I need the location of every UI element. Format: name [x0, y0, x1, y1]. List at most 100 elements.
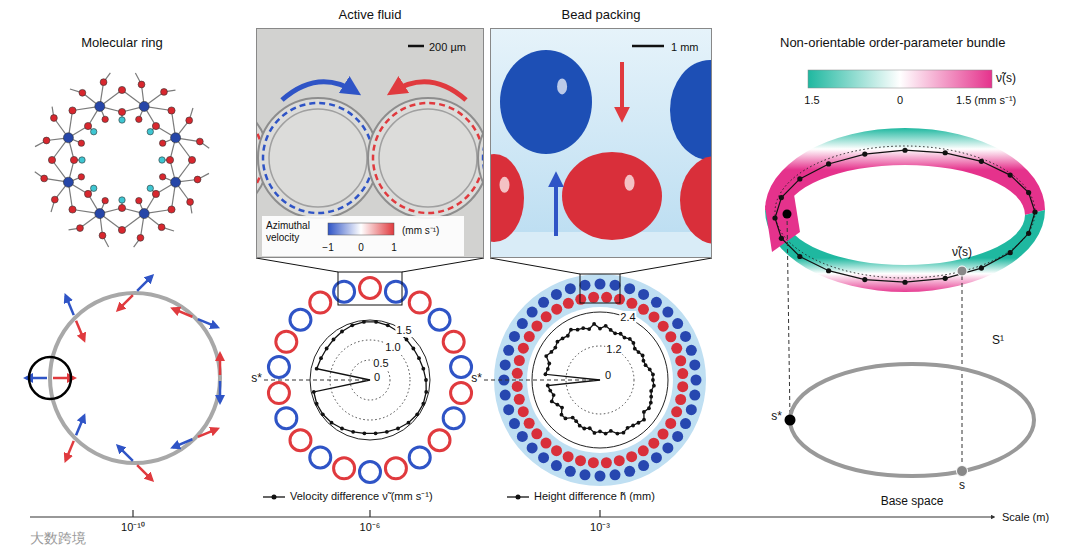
data-point — [325, 347, 329, 351]
data-point — [321, 412, 325, 416]
droplet-ring — [290, 430, 311, 451]
droplet-ring — [310, 447, 331, 468]
section-point — [902, 280, 907, 285]
data-point — [411, 347, 415, 351]
bead — [518, 406, 529, 417]
section-point — [979, 266, 984, 271]
flow-dashes — [263, 103, 373, 213]
director-arrow — [219, 381, 222, 402]
data-point — [362, 431, 366, 435]
droplet-ring — [385, 458, 406, 479]
section-point — [1008, 250, 1013, 255]
atom — [171, 133, 181, 143]
base-circle — [790, 364, 1034, 476]
atom — [95, 209, 105, 219]
axis-line — [30, 516, 994, 517]
atom — [95, 101, 105, 111]
photo-ground — [490, 28, 712, 258]
atom — [69, 206, 76, 213]
legend-dot — [272, 495, 277, 500]
bead — [551, 445, 562, 456]
data-point — [564, 416, 568, 420]
section-point — [902, 148, 907, 153]
bead — [527, 442, 538, 453]
section-point — [943, 150, 948, 155]
data-point — [548, 389, 552, 393]
axis-value: 0.5 — [372, 357, 389, 370]
zoom-line — [256, 258, 338, 272]
bead — [675, 394, 686, 405]
space-label: S¹ — [992, 334, 1004, 348]
section-point — [1032, 209, 1037, 214]
axis-tick — [599, 510, 600, 517]
bead — [575, 455, 586, 466]
atom — [63, 177, 73, 187]
tick-label: 0 — [358, 242, 364, 254]
colorbar-title: Azimuthal velocity — [266, 220, 320, 243]
atom — [147, 129, 153, 135]
bead — [514, 355, 525, 366]
point — [783, 210, 792, 219]
legend-dot — [516, 495, 521, 500]
atom — [136, 116, 142, 122]
data-point — [556, 340, 560, 344]
bead — [538, 452, 549, 463]
bead — [651, 297, 662, 308]
bead — [500, 359, 511, 370]
atom — [48, 156, 55, 163]
data-point — [581, 326, 585, 330]
atom — [186, 117, 193, 124]
band-twist — [765, 182, 800, 252]
data-point — [417, 356, 421, 360]
director-arrow — [118, 295, 133, 310]
data-point — [544, 354, 548, 358]
zoom-line — [402, 258, 484, 272]
zoom-line — [620, 258, 712, 274]
atom — [118, 86, 125, 93]
bead — [551, 304, 562, 315]
bead — [588, 457, 599, 468]
data-point — [330, 421, 334, 425]
atom — [166, 156, 173, 163]
section-curve — [775, 150, 1035, 282]
droplet-ring — [276, 408, 297, 429]
droplet-ring — [268, 356, 289, 377]
atom — [69, 107, 76, 114]
atom — [118, 204, 125, 211]
droplet-ring — [451, 356, 472, 377]
bead-blob — [500, 50, 592, 154]
colorbar — [328, 223, 394, 235]
bead — [518, 343, 529, 354]
data-point — [649, 389, 653, 393]
data-point — [407, 421, 411, 425]
bead — [551, 289, 562, 300]
flow-dashes — [373, 103, 483, 213]
data-point — [547, 362, 551, 366]
bead — [665, 331, 676, 342]
data-point — [560, 406, 564, 410]
bead — [658, 428, 669, 439]
data-point — [598, 327, 602, 331]
data-point — [315, 402, 319, 406]
bead — [503, 404, 514, 415]
point — [957, 466, 968, 477]
data-point — [578, 424, 582, 428]
data-point — [421, 402, 425, 406]
atom — [100, 79, 107, 86]
colorbar-tick: 1.5 — [804, 94, 819, 107]
section-point — [862, 277, 867, 282]
panel-title: Non-orientable order-parameter bundle — [780, 36, 1005, 51]
droplet-ring — [334, 458, 355, 479]
well-inner — [379, 109, 477, 207]
axis-tick — [369, 510, 370, 517]
bead — [662, 442, 673, 453]
atom — [139, 209, 149, 219]
atom — [41, 175, 48, 182]
atom — [91, 185, 97, 191]
projection-line — [787, 214, 790, 420]
bead — [648, 438, 659, 449]
atom — [152, 122, 159, 129]
director-arrow — [66, 441, 74, 460]
director-arrow — [76, 321, 84, 340]
director-arrow — [76, 416, 84, 435]
